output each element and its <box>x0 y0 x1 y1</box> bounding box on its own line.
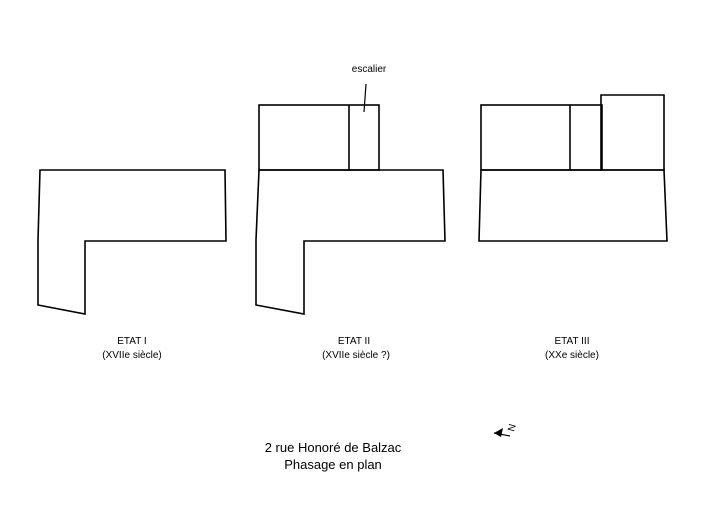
state-1-period: (XVIIe siècle) <box>102 350 161 361</box>
state-2-period: (XVIIe siècle ?) <box>322 350 390 361</box>
state-3-period: (XXe siècle) <box>545 350 599 361</box>
state-3-plan <box>478 94 668 242</box>
state-3-tall-extension <box>600 94 665 171</box>
escalier-label: escalier <box>352 64 387 75</box>
state-3-rear-wing <box>480 104 603 171</box>
diagram-subtitle: Phasage en plan <box>284 457 382 472</box>
north-label: N <box>506 423 518 433</box>
state-3-main-building <box>478 169 668 242</box>
diagram-title: 2 rue Honoré de Balzac <box>265 440 402 455</box>
state-1-plan <box>37 169 227 315</box>
state-1-name: ETAT I <box>117 336 146 347</box>
state-3-name: ETAT III <box>554 336 589 347</box>
escalier-leader-line <box>363 83 367 113</box>
state-2-l-shaped-building <box>255 169 446 315</box>
north-arrow-icon: N <box>493 423 519 437</box>
state-2-plan: escalier <box>255 64 446 315</box>
state-2-name: ETAT II <box>338 336 370 347</box>
state-2-rear-wing <box>258 104 380 171</box>
state-1-l-shaped-building <box>37 169 227 315</box>
